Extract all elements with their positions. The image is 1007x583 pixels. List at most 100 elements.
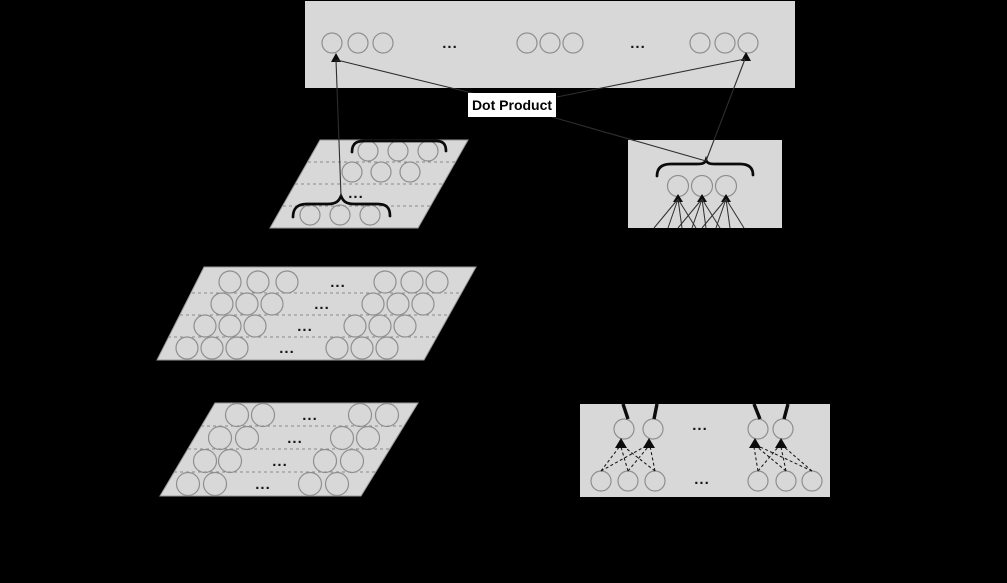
unit-circle xyxy=(234,425,260,451)
unit-circle xyxy=(175,471,201,497)
unit-circle xyxy=(202,471,228,497)
arrowhead-icon xyxy=(331,53,341,62)
unit-circle xyxy=(218,314,242,338)
lower-right-panel: ... ... xyxy=(580,403,830,497)
unit-circle xyxy=(224,402,250,428)
unit-circle xyxy=(539,32,561,54)
unit-circle xyxy=(324,471,350,497)
ellipsis-text: ... xyxy=(302,407,318,424)
unit-circle xyxy=(737,32,759,54)
panel-background xyxy=(159,402,419,497)
connector-lines xyxy=(335,58,746,197)
unit-circle xyxy=(246,270,270,294)
unit-circle xyxy=(373,270,397,294)
unit-circle xyxy=(341,161,363,183)
ellipsis-text: ... xyxy=(630,35,646,52)
unit-circle xyxy=(175,336,199,360)
unit-circle xyxy=(399,161,421,183)
unit-circle xyxy=(689,32,711,54)
unit-circle xyxy=(343,314,367,338)
unit-circle xyxy=(192,448,218,474)
connector-line xyxy=(556,58,746,98)
fan-lines xyxy=(653,198,745,229)
panel-background xyxy=(305,1,795,88)
unit-circle xyxy=(372,32,394,54)
dot-product-label: Dot Product xyxy=(468,93,556,117)
ellipsis-text: ... xyxy=(272,453,288,470)
unit-circle xyxy=(250,402,276,428)
arrowhead-icon xyxy=(615,438,627,448)
unit-circle xyxy=(714,32,736,54)
arrowhead-icon xyxy=(697,194,707,202)
ellipsis-text: ... xyxy=(692,417,708,434)
unit-circle xyxy=(200,336,224,360)
ellipsis-text: ... xyxy=(330,274,346,291)
output-dashed-edges xyxy=(600,445,813,472)
unit-circle xyxy=(355,425,381,451)
top-row-brace xyxy=(350,139,448,154)
unit-circle xyxy=(386,292,410,316)
upper-right-panel xyxy=(628,140,782,229)
arrowhead-icon xyxy=(643,438,655,448)
unit-circle xyxy=(217,448,243,474)
ellipsis-text: ... xyxy=(348,185,364,202)
output-thick-edges xyxy=(621,403,790,420)
matrix-circles xyxy=(175,402,400,497)
unit-circle xyxy=(613,418,635,440)
unit-circle xyxy=(350,336,374,360)
arrowhead-icon xyxy=(721,194,731,202)
connector-line xyxy=(705,58,746,162)
panel-background xyxy=(628,140,782,228)
ellipsis-text: ... xyxy=(442,35,458,52)
unit-circle xyxy=(516,32,538,54)
unit-circle xyxy=(562,32,584,54)
connector-line xyxy=(335,59,342,197)
arrowhead-icon xyxy=(775,438,787,448)
ellipsis-text: ... xyxy=(255,476,271,493)
unit-circle xyxy=(225,336,249,360)
middle-matrix: ... ... ... ... xyxy=(156,266,477,361)
unit-circle xyxy=(339,448,365,474)
unit-circle xyxy=(235,292,259,316)
ellipsis-text: ... xyxy=(314,296,330,313)
matrix-circles xyxy=(175,270,449,360)
unit-circle xyxy=(411,292,435,316)
unit-circle xyxy=(329,204,351,226)
unit-circle xyxy=(393,314,417,338)
unit-circle xyxy=(325,336,349,360)
ellipsis-text: ... xyxy=(287,430,303,447)
unit-circle xyxy=(193,314,217,338)
unit-circle xyxy=(312,448,338,474)
unit-circle xyxy=(207,425,233,451)
top-wide-panel: ... ... xyxy=(305,1,795,88)
arrowhead-icon xyxy=(673,194,683,202)
unit-circle xyxy=(260,292,284,316)
unit-circle xyxy=(374,402,400,428)
unit-circle xyxy=(425,270,449,294)
connector-line xyxy=(336,59,477,95)
ellipsis-text: ... xyxy=(297,318,313,335)
unit-circle xyxy=(747,418,769,440)
upper-left-matrix: ... xyxy=(269,139,469,229)
unit-circle xyxy=(321,32,343,54)
unit-circle xyxy=(400,270,424,294)
unit-circle xyxy=(297,471,323,497)
ellipsis-text: ... xyxy=(694,471,710,488)
unit-circle xyxy=(243,314,267,338)
unit-circle xyxy=(370,161,392,183)
unit-circle xyxy=(368,314,392,338)
arrowhead-icon xyxy=(749,438,761,448)
unit-circle xyxy=(329,425,355,451)
unit-circle xyxy=(347,402,373,428)
ellipsis-text: ... xyxy=(279,340,295,357)
unit-circle xyxy=(361,292,385,316)
lower-left-matrix: ... ... ... ... xyxy=(159,402,419,497)
top-panel-circles xyxy=(321,32,759,54)
unit-circle xyxy=(772,418,794,440)
unit-circle xyxy=(210,292,234,316)
connector-line xyxy=(551,116,707,162)
unit-circle xyxy=(642,418,664,440)
unit-circle xyxy=(275,270,299,294)
